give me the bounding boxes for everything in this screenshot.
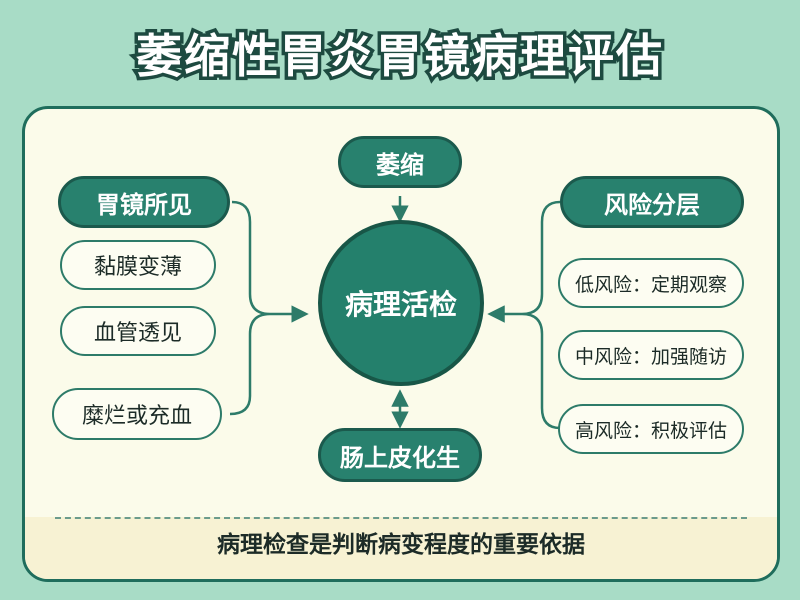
right-item-low-risk: 低风险：定期观察: [558, 258, 744, 308]
dashed-divider: [55, 517, 747, 519]
top-node-atrophy: 萎缩: [338, 136, 462, 188]
left-item-vessel-visible: 血管透见: [60, 306, 216, 356]
left-item-mucosa-thinning: 黏膜变薄: [60, 240, 216, 290]
footer-band: [25, 517, 777, 579]
page-title: 萎缩性胃炎胃镜病理评估: [133, 26, 666, 87]
left-bracket-line: [229, 200, 271, 416]
right-bracket-line: [521, 200, 561, 430]
footer-note: 病理检查是判断病变程度的重要依据: [217, 532, 585, 558]
bottom-node-metaplasia: 肠上皮化生: [318, 428, 482, 482]
center-node-biopsy: 病理活检: [318, 220, 484, 386]
right-item-high-risk: 高风险：积极评估: [558, 404, 744, 454]
left-item-erosion-congestion: 糜烂或充血: [52, 388, 222, 440]
right-item-medium-risk: 中风险：加强随访: [558, 330, 744, 380]
left-header-endoscopy-findings: 胃镜所见: [58, 176, 230, 228]
right-header-risk-stratification: 风险分层: [560, 176, 744, 228]
